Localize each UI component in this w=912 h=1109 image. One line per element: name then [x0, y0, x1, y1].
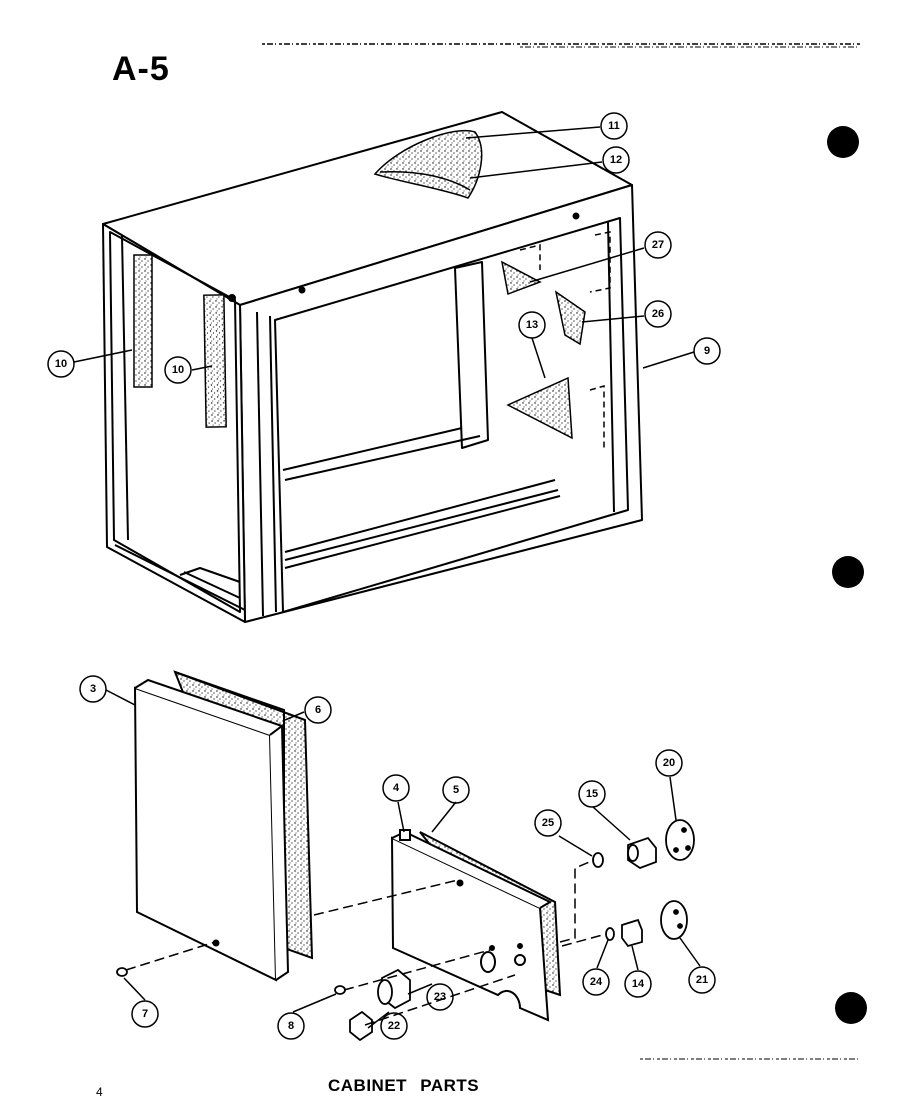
page-number: 4 [96, 1085, 103, 1099]
hidden-lines [519, 231, 611, 450]
callout-12: 12 [610, 154, 622, 166]
callout-labels: 11 12 27 26 13 9 10 10 3 6 4 5 25 15 20 … [55, 120, 710, 1032]
binding-holes [827, 126, 867, 1024]
callout-5: 5 [453, 784, 459, 796]
callout-10-left: 10 [55, 358, 67, 370]
callout-10-right: 10 [172, 364, 184, 376]
callout-7: 7 [142, 1008, 148, 1020]
bushing-14 [621, 918, 643, 948]
hardware [116, 819, 695, 1042]
corner-insulators [500, 260, 586, 440]
diagram-caption: CABINET PARTS [328, 1076, 480, 1095]
callout-11: 11 [608, 120, 620, 132]
knob-21 [660, 900, 688, 940]
binding-hole [832, 556, 864, 588]
scan-noise [262, 43, 860, 1060]
callout-24: 24 [590, 976, 603, 988]
callout-22: 22 [388, 1020, 400, 1032]
washer-24 [605, 927, 615, 941]
page-id: A-5 [112, 50, 170, 88]
knob-20 [665, 819, 695, 861]
binding-hole [827, 126, 859, 158]
nut-22 [349, 1010, 373, 1042]
callout-25: 25 [542, 817, 554, 829]
callout-8: 8 [288, 1020, 294, 1032]
washer-25 [592, 852, 604, 868]
callout-3: 3 [90, 683, 96, 695]
callout-14: 14 [632, 978, 645, 990]
screw-8 [334, 985, 346, 995]
callout-20: 20 [663, 757, 675, 769]
callout-15: 15 [586, 788, 598, 800]
callout-4: 4 [393, 782, 400, 794]
callout-13: 13 [526, 319, 538, 331]
binding-hole [835, 992, 867, 1024]
screw-7 [116, 967, 128, 977]
side-gasket-strips [133, 254, 227, 428]
callout-21: 21 [696, 974, 708, 986]
front-panel [133, 678, 290, 982]
callout-23: 23 [434, 991, 446, 1003]
callout-9: 9 [704, 345, 710, 357]
callouts [47, 112, 721, 1040]
callout-6: 6 [315, 704, 321, 716]
top-gasket-strips [373, 129, 483, 199]
callout-27: 27 [652, 239, 664, 251]
assembly-lines [125, 859, 607, 1026]
control-panel [390, 829, 553, 1022]
callout-26: 26 [652, 308, 664, 320]
